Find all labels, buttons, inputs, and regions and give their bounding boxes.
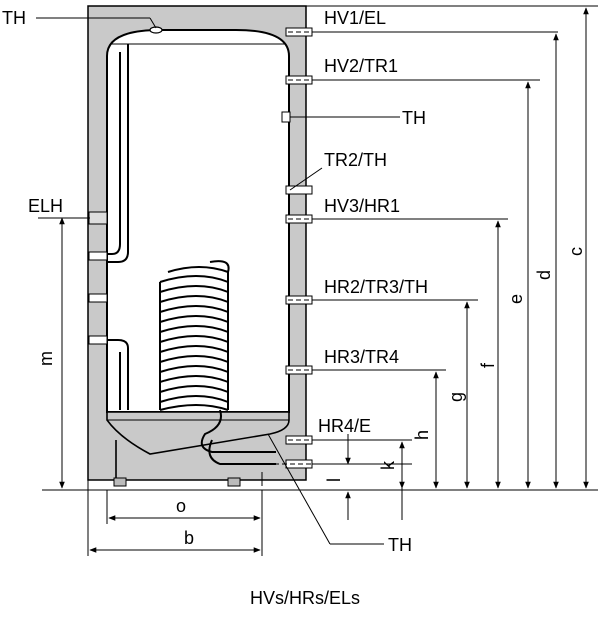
nozzle-left-4 — [88, 335, 108, 345]
foot-right — [227, 477, 241, 487]
dim-f: f — [478, 362, 498, 368]
label-th-top: TH — [2, 8, 26, 28]
label-hvs-hrs-els: HVs/HRs/ELs — [250, 588, 360, 608]
dim-o: o — [176, 496, 186, 516]
dim-c: c — [566, 247, 586, 256]
nozzle-left-3 — [88, 293, 108, 303]
label-hr4-e: HR4/E — [318, 416, 371, 436]
label-hv2-tr1: HV2/TR1 — [324, 56, 398, 76]
dim-e: e — [506, 294, 526, 304]
dim-l: l — [324, 478, 344, 482]
foot-left — [113, 477, 127, 487]
label-th-mid: TH — [402, 108, 426, 128]
label-hr2-tr3-th: HR2/TR3/TH — [324, 277, 428, 297]
bottom-dish — [106, 411, 290, 455]
dim-b: b — [184, 528, 194, 548]
nozzle-centerlines — [250, 31, 312, 465]
nozzle-tr2 — [285, 185, 313, 195]
label-hv3-hr1: HV3/HR1 — [324, 196, 400, 216]
nozzle-elh — [88, 211, 108, 225]
label-th-bottom: TH — [388, 535, 412, 555]
dim-g: g — [446, 392, 466, 402]
dim-h: h — [412, 430, 432, 440]
dimension-arrows — [59, 7, 589, 553]
label-elh: ELH — [28, 196, 63, 216]
leader-lines — [36, 17, 558, 545]
tank-body — [106, 29, 290, 413]
label-hr3-tr4: HR3/TR4 — [324, 347, 399, 367]
dim-m: m — [36, 351, 56, 366]
internal-pipes — [107, 44, 129, 410]
label-tr2-th: TR2/TH — [324, 150, 387, 170]
nozzle-left-2 — [88, 251, 108, 261]
label-hv1-el: HV1/EL — [324, 8, 386, 28]
dim-d: d — [534, 270, 554, 280]
heat-exchanger-coil — [159, 260, 276, 465]
dim-k: k — [378, 460, 398, 470]
top-anode-cap — [149, 26, 163, 34]
nozzle-th-mid — [281, 111, 291, 123]
